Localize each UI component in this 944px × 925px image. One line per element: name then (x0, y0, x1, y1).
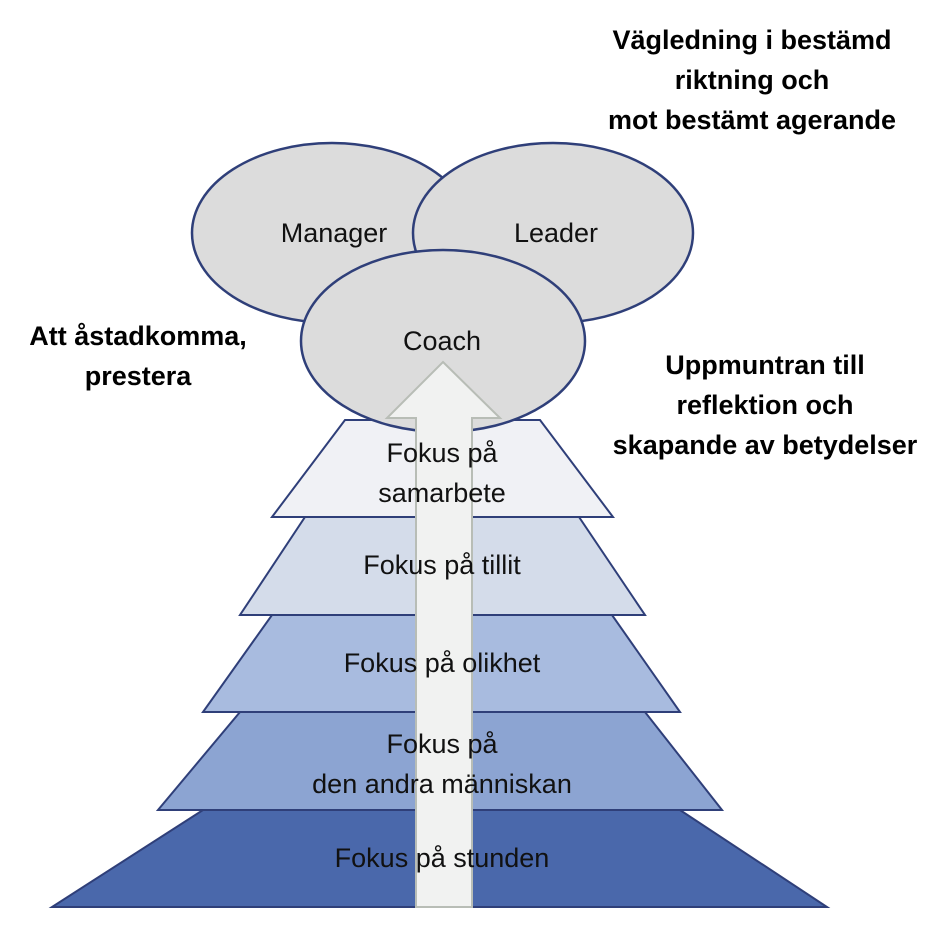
note-line: Att åstadkomma, (29, 321, 247, 351)
note-right: Uppmuntran till reflektion och skapande … (592, 345, 938, 465)
arrow-up-shape (384, 360, 503, 908)
note-line: riktning och (674, 65, 830, 95)
manager-label: Manager (281, 218, 388, 248)
note-top-right: Vägledning i bestämd riktning och mot be… (592, 20, 912, 140)
note-line: prestera (84, 361, 192, 391)
tier-label: Fokus på tillit (363, 550, 521, 580)
coach-label: Coach (403, 326, 481, 356)
note-line: reflektion och (676, 390, 854, 420)
note-line: mot bestämt agerande (607, 105, 897, 135)
tier-label: Fokus på (386, 729, 498, 759)
note-line: skapande av betydelser (612, 430, 918, 460)
tier-label: samarbete (378, 478, 506, 508)
tier-label: den andra människan (312, 769, 572, 799)
note-line: Uppmuntran till (665, 350, 865, 380)
tier-label: Fokus på stunden (335, 843, 550, 873)
note-left: Att åstadkomma, prestera (8, 316, 268, 396)
role-ellipses (190, 141, 695, 434)
note-line: Vägledning i bestämd (612, 25, 892, 55)
leader-label: Leader (514, 218, 598, 248)
tier-label: Fokus på (386, 438, 498, 468)
upward-arrow (384, 360, 503, 908)
tier-label: Fokus på olikhet (344, 648, 541, 678)
